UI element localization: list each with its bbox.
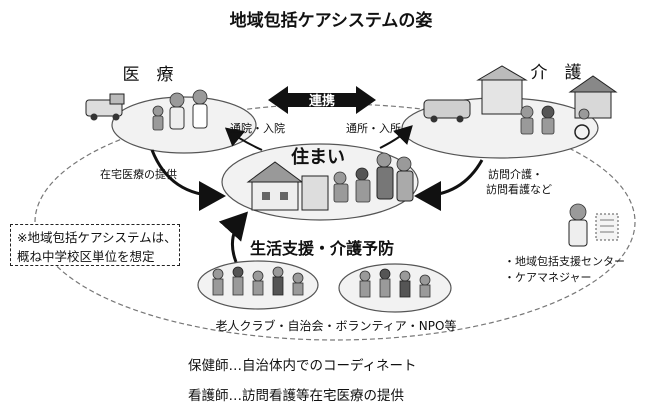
edge-label-zaitaku: 在宅医療の提供 xyxy=(100,167,177,181)
arrow-care-to-housing xyxy=(414,159,484,211)
housing-label: 住まい xyxy=(291,146,345,168)
support-label: 生活支援・介護予防 xyxy=(250,239,394,258)
edge-label-tsusho: 通所・入所 xyxy=(346,122,401,135)
scope-note: ※地域包括ケアシステムは、 概ね中学校区単位を想定 xyxy=(10,224,180,266)
edge-label-tsuin: 通院・入院 xyxy=(230,121,285,135)
scope-note-line-1: ※地域包括ケアシステムは、 xyxy=(17,230,177,245)
ambulance-illustration xyxy=(85,93,125,121)
community-orgs-label: 老人クラブ・自治会・ボランティア・NPO等 xyxy=(216,318,457,333)
arrow-medical-to-housing xyxy=(150,149,226,211)
care-manager-illustration xyxy=(568,203,619,247)
diagram-title: 地域包括ケアシステムの姿 xyxy=(230,10,433,31)
edge-label-homon-2: 訪問看護など xyxy=(486,182,552,196)
footer-visiting-nurse: 看護師…訪問看護等在宅医療の提供 xyxy=(188,388,404,404)
community-people-illustration xyxy=(212,266,431,298)
care-label: 介 護 xyxy=(531,63,582,83)
care-manager-label: ・ケアマネジャー xyxy=(504,271,591,284)
arrow-housing-to-medical xyxy=(224,127,263,151)
community-area-outline xyxy=(34,103,636,341)
care-facility-illustration xyxy=(423,65,618,140)
edge-label-homon-1: 訪問介護・ xyxy=(488,167,543,181)
coordination-arrow: 連携 xyxy=(268,86,376,114)
arrow-housing-to-care xyxy=(379,125,413,149)
support-cloud-right xyxy=(338,263,452,313)
housing-illustration xyxy=(246,152,414,211)
support-center-label: ・地域包括支援センター xyxy=(504,254,625,268)
doctors-illustration xyxy=(152,89,208,131)
arrow-support-to-housing xyxy=(218,211,249,263)
footer-public-health-nurse: 保健師…自治体内でのコーディネート xyxy=(188,358,417,374)
coordination-label: 連携 xyxy=(309,93,335,109)
medical-label: 医 療 xyxy=(123,65,174,85)
scope-note-line-2: 概ね中学校区単位を想定 xyxy=(17,249,155,264)
